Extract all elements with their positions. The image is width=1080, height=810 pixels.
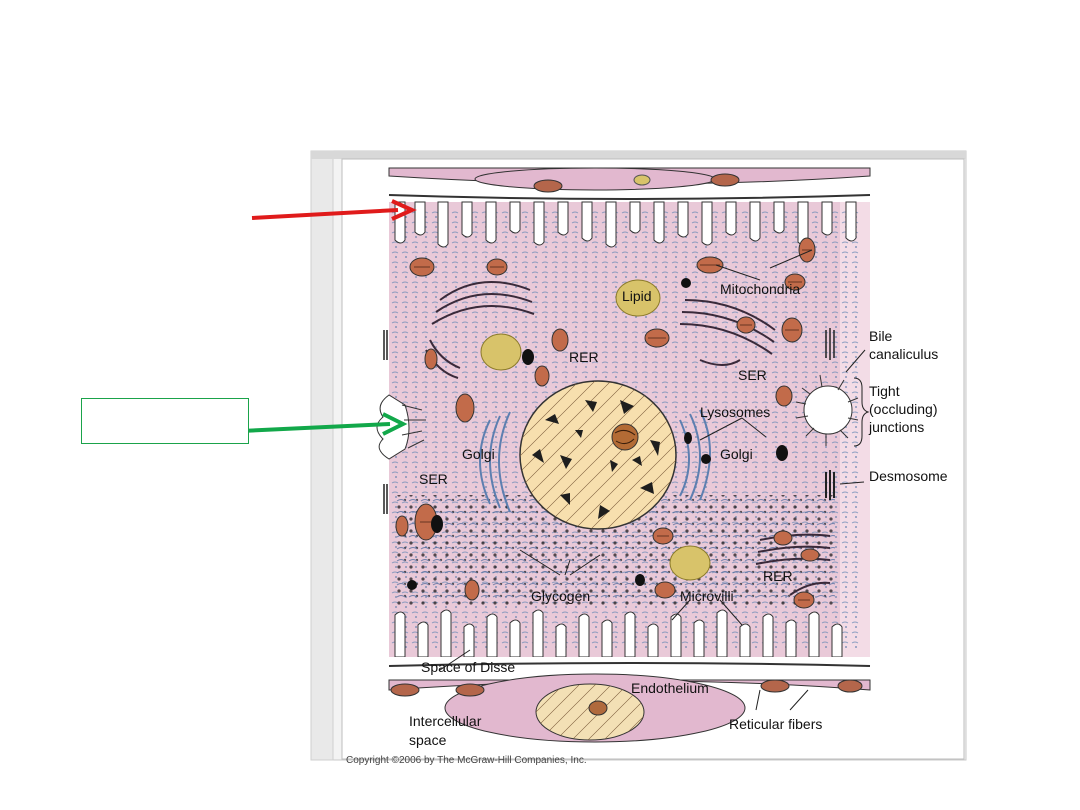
green-arrow [240,412,408,436]
lysosomes [407,278,788,590]
label-intercellular-space: space [409,732,447,748]
label-ser-right: SER [738,367,767,383]
label-space-of-disse: Space of Disse [421,659,515,675]
bile-canaliculus-right [795,374,859,446]
label-desmosome: Desmosome [869,468,948,484]
golgi-apparatus [479,409,711,513]
label-junctions: junctions [868,419,924,435]
label-glycogen: Glycogen [531,588,590,604]
desmosome [825,470,835,500]
copyright-text: Copyright ©2006 by The McGraw-Hill Compa… [346,755,587,766]
label-mitochondria: Mitochondria [720,281,800,297]
label-intercellular: Intercellular [409,713,482,729]
label-tight: Tight [869,383,900,399]
bottom-endothelium [388,662,871,743]
label-endothelium: Endothelium [631,680,709,696]
answer-box[interactable] [81,398,249,444]
label-lipid: Lipid [622,288,652,304]
label-golgi-right: Golgi [720,446,753,462]
nucleus [519,380,677,530]
top-microvilli [394,201,857,248]
space-of-disse-lumen [389,657,870,665]
tight-junction-marks [383,328,835,514]
label-rer-top: RER [569,349,599,365]
label-ser-left: SER [419,471,448,487]
red-arrow [251,199,417,221]
bottom-microvilli [394,609,843,658]
rer-stacks [425,281,831,596]
label-occluding: (occluding) [869,401,937,417]
lipid-droplets [480,279,711,581]
label-canaliculus: canaliculus [869,346,938,362]
mitochondria-cristae [414,249,812,601]
label-lysosomes: Lysosomes [700,404,770,420]
label-reticular-fibers: Reticular fibers [729,716,822,732]
label-microvilli: Microvilli [680,588,734,604]
mitochondria [395,237,820,609]
label-bile: Bile [869,328,893,344]
label-rer-bottom: RER [763,568,793,584]
label-golgi-left: Golgi [462,446,495,462]
top-endothelium [388,167,871,200]
